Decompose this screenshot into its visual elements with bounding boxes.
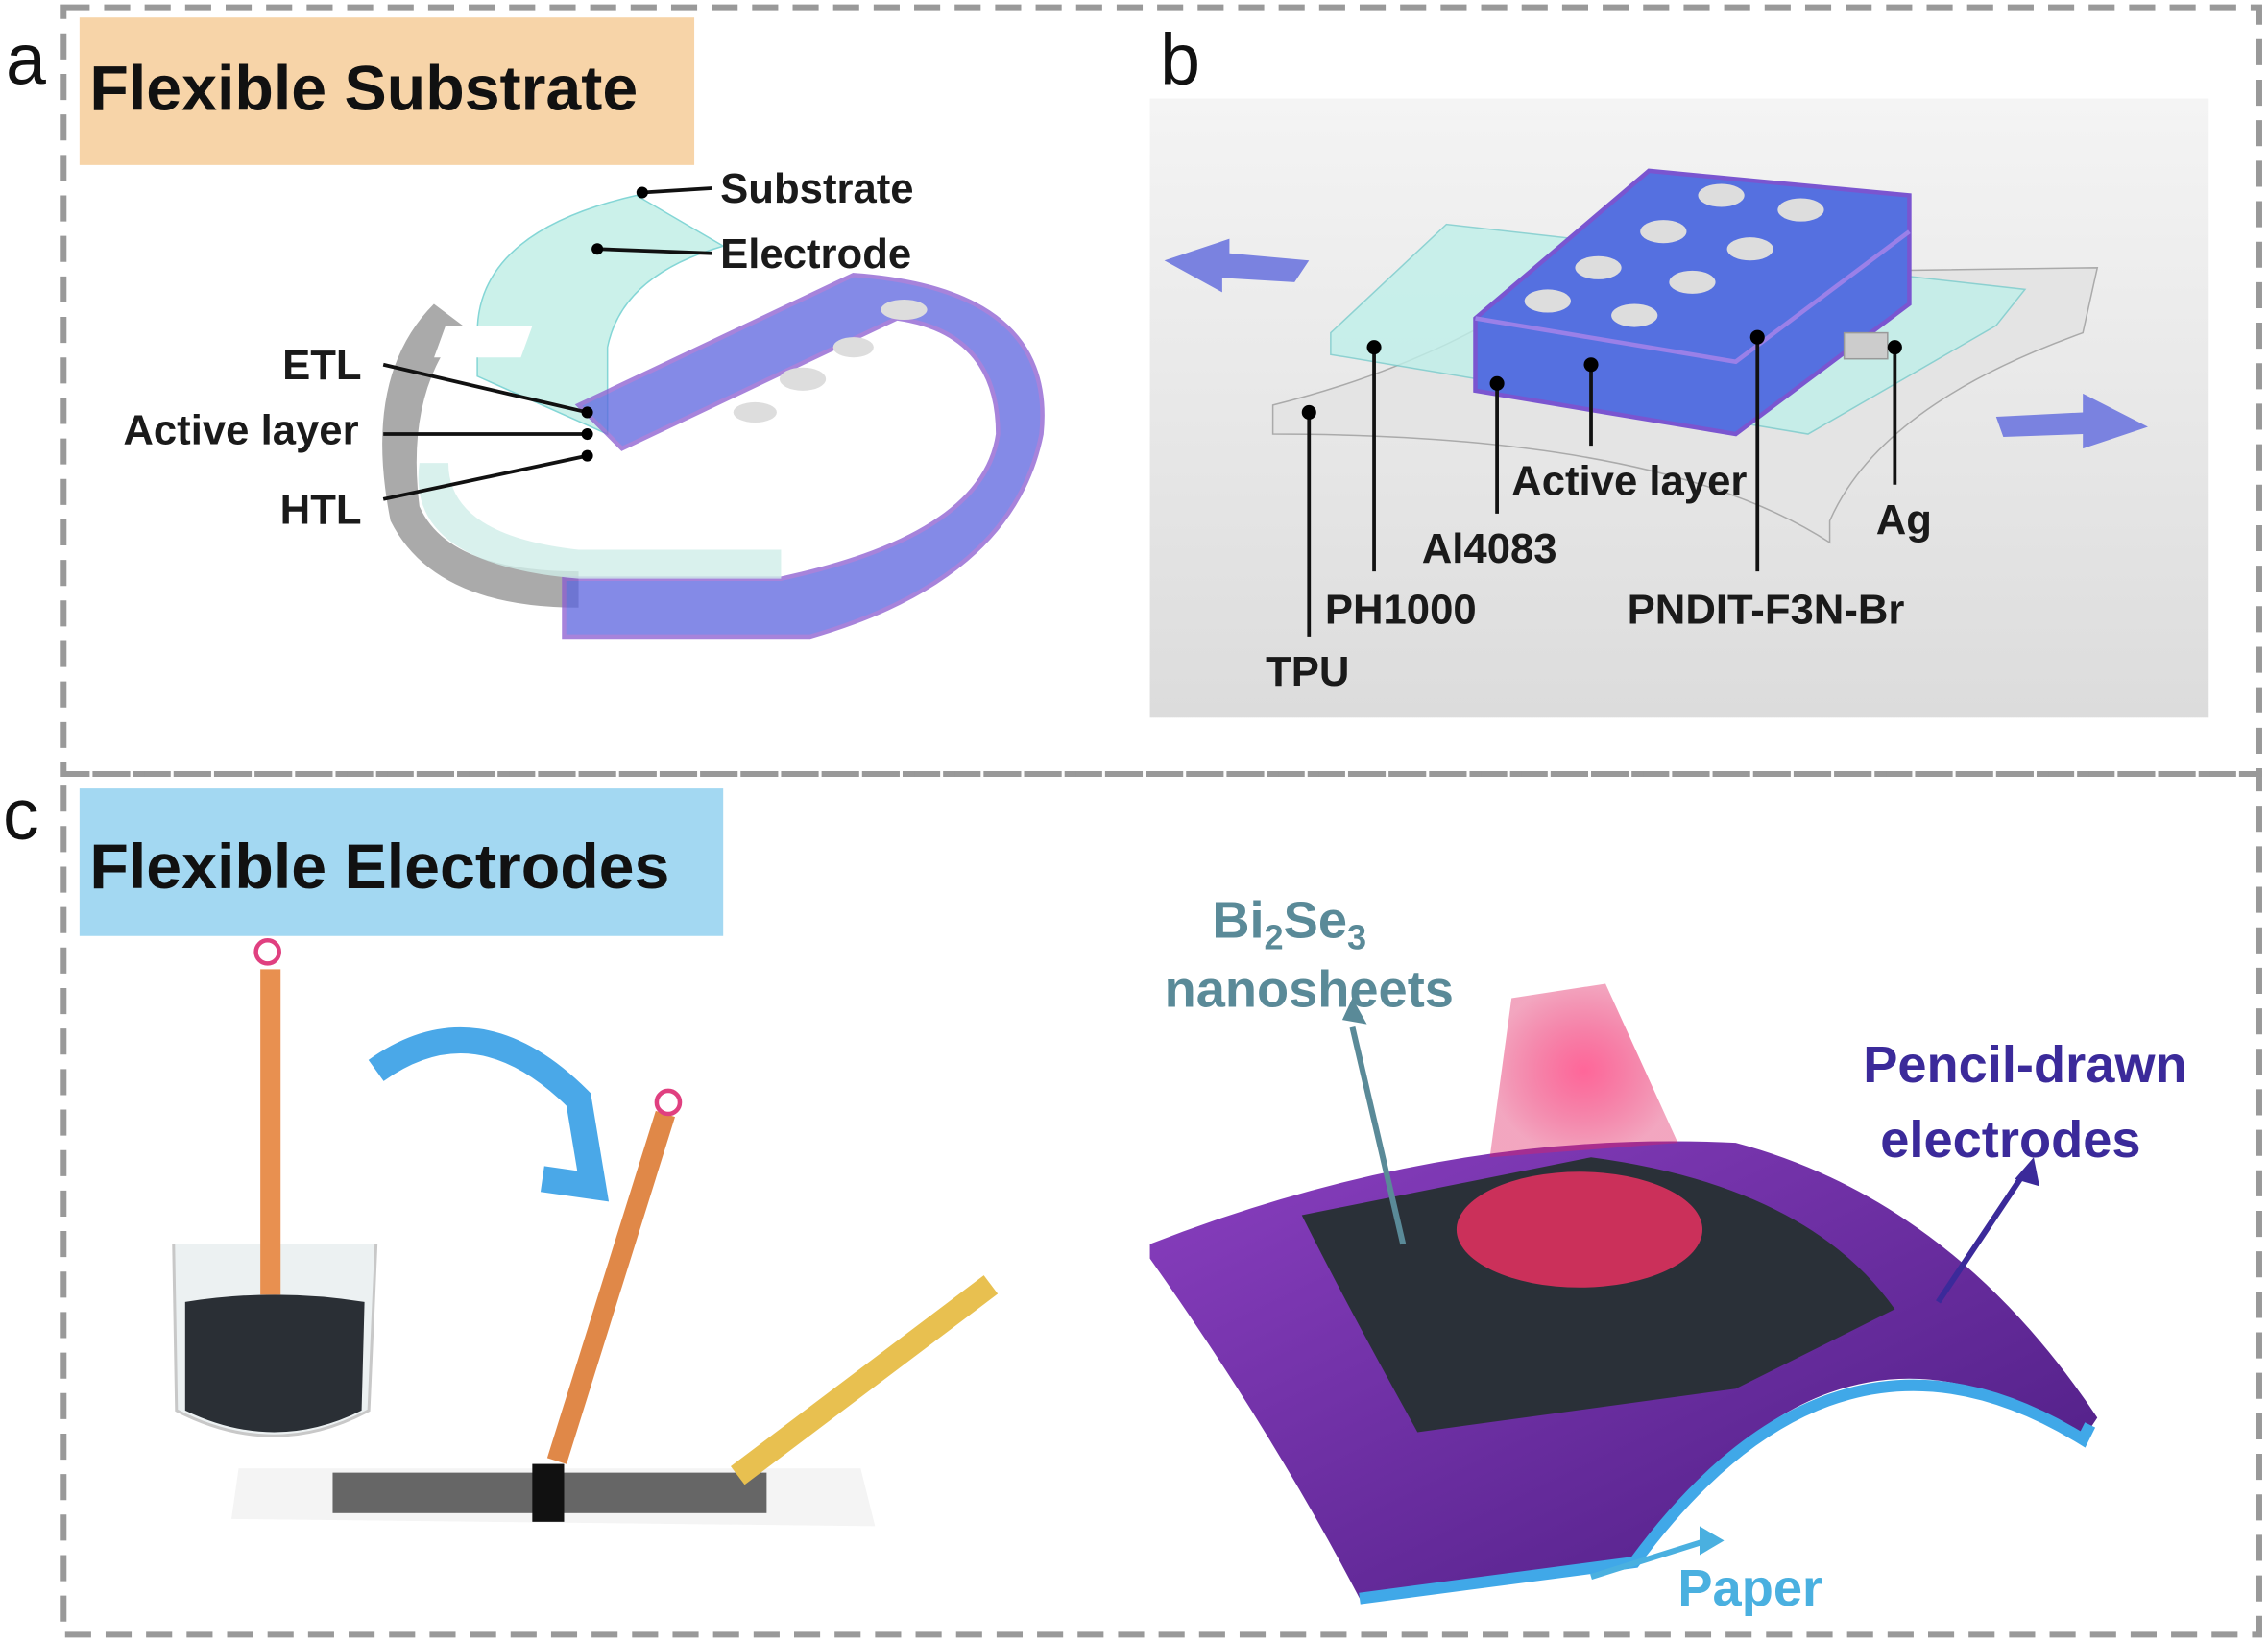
- light-beam: [1489, 983, 1678, 1158]
- stretchable-device-illustration: [1164, 168, 2148, 544]
- panel-b-leaders: [1301, 329, 1902, 637]
- label-electrode: Electrode: [720, 230, 911, 278]
- panel-c-letter: c: [3, 774, 39, 855]
- curved-arrow-icon: [368, 1026, 610, 1202]
- label-al4083: Al4083: [1422, 525, 1557, 572]
- label-nanosheets: nanosheets: [1165, 961, 1454, 1019]
- bi2se3-photodetector-illustration: [1149, 983, 2098, 1605]
- label-etl: ETL: [282, 342, 361, 389]
- panel-a-title-box: [79, 17, 695, 165]
- label-active-layer-b: Active layer: [1511, 457, 1747, 504]
- label-htl: HTL: [280, 486, 362, 533]
- label-tpu: TPU: [1266, 648, 1349, 695]
- label-substrate: Substrate: [720, 165, 913, 212]
- pencil-in-ink: [260, 969, 281, 1295]
- panel-b-letter: b: [1160, 19, 1200, 100]
- label-electrodes: electrodes: [1880, 1111, 2140, 1169]
- panel-c-title: Flexible Electrodes: [89, 832, 669, 903]
- flexible-substrate-device-illustration: [382, 194, 1045, 640]
- label-ph1000: PH1000: [1325, 586, 1477, 633]
- label-pencil-drawn: Pencil-drawn: [1863, 1036, 2186, 1094]
- label-bi2se3: Bi2Se3: [1212, 891, 1366, 956]
- panel-a-letter: a: [6, 19, 46, 100]
- label-active-layer-a: Active layer: [123, 407, 358, 454]
- nanosheet-film: [1301, 1157, 1895, 1433]
- left-arrow-icon: [1164, 238, 1310, 293]
- panel-c-frame: [60, 771, 2262, 1638]
- right-arrow-icon: [1995, 393, 2148, 449]
- panel-a-title: Flexible Substrate: [89, 54, 638, 125]
- pencil-drawing-illustration: [172, 938, 999, 1527]
- label-pndit: PNDIT-F3N-Br: [1628, 586, 1905, 633]
- label-paper: Paper: [1677, 1559, 1822, 1617]
- panel-a-leaders: [382, 186, 712, 501]
- panel-c-title-box: [79, 788, 724, 936]
- label-ag: Ag: [1876, 496, 1932, 543]
